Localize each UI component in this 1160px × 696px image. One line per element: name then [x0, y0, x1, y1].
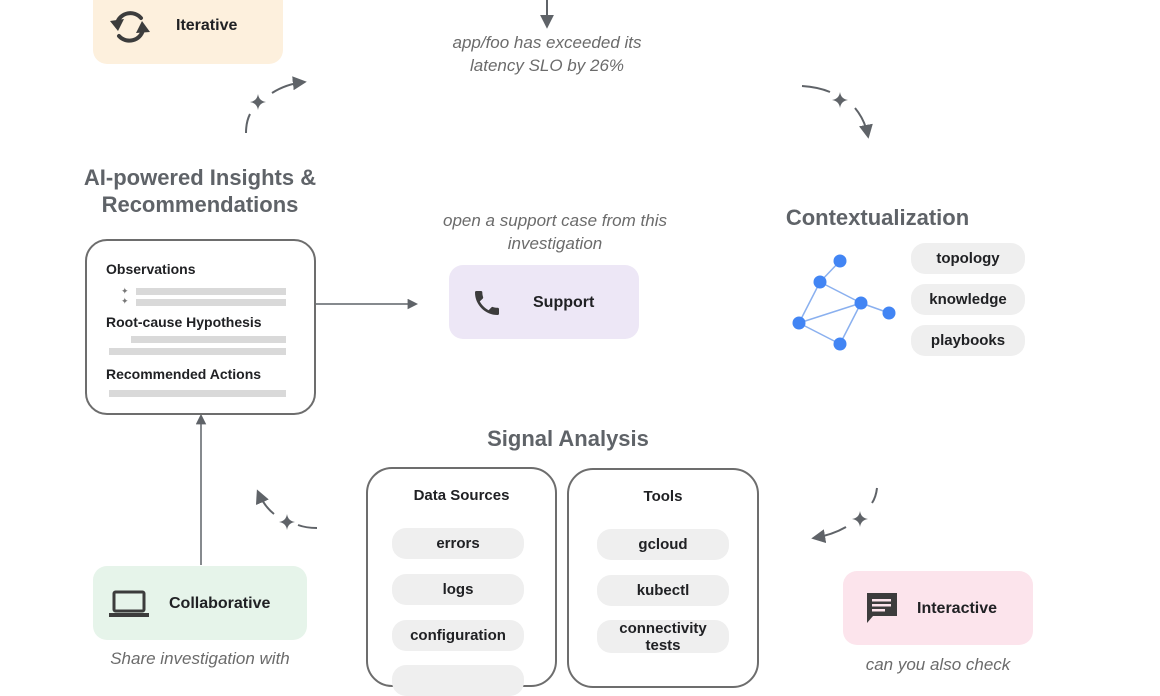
graph-node [833, 254, 847, 268]
chat-message-icon [864, 590, 900, 626]
graph-node [854, 296, 868, 310]
cycle-arrow-top-right-head [854, 107, 873, 139]
topology-graph-icon [792, 254, 896, 351]
data-source-pill-partial [392, 665, 524, 696]
context-pill-playbooks: playbooks [911, 325, 1025, 356]
graph-node [813, 275, 827, 289]
alert-caption: app/foo has exceeded its latency SLO by … [397, 31, 697, 77]
data-source-pill: logs [392, 574, 524, 605]
support-card[interactable]: Support [449, 265, 639, 339]
cycle-arrow-bottom-left-head [255, 489, 275, 515]
collaborative-label: Collaborative [169, 595, 271, 612]
insights-heading-line1: AI-powered Insights & [83, 165, 317, 190]
support-caption: open a support case from this investigat… [400, 209, 710, 255]
phone-icon [471, 287, 503, 319]
root-cause-title: Root-cause Hypothesis [106, 314, 262, 330]
connectors-layer [195, 0, 878, 565]
interactive-card[interactable]: Interactive [843, 571, 1033, 645]
hypothesis-line [109, 348, 286, 355]
refresh-icon [107, 6, 153, 46]
recommended-actions-title: Recommended Actions [106, 366, 262, 382]
sparkle-icon [852, 511, 868, 527]
context-pill-topology: topology [911, 243, 1025, 274]
cycle-arrow-bottom-left [297, 524, 318, 529]
observations-title: Observations [106, 261, 196, 277]
tool-pill: kubectl [597, 575, 729, 606]
sparkle-icon: ✦ [121, 286, 129, 296]
insights-heading: AI-powered Insights & Recommendations [50, 164, 350, 218]
tools-panel: Tools gcloud kubectl connectivity tests [567, 468, 759, 688]
sparkle-icon: ✦ [121, 296, 129, 306]
laptop-icon [108, 590, 150, 618]
cycle-arrow-bottom-right-head [811, 526, 847, 544]
insights-panel: Observations ✦ ✦ Root-cause Hypothesis R… [85, 239, 316, 415]
cycle-arrow-top-right [801, 85, 831, 93]
data-source-pill: errors [392, 528, 524, 559]
hypothesis-line [131, 336, 286, 343]
collaborative-caption: Share investigation with [110, 649, 290, 668]
sparkle-icon [250, 94, 266, 110]
contextualization-heading: Contextualization [785, 205, 970, 230]
iterative-label: Iterative [176, 17, 238, 34]
tool-pill: connectivity tests [597, 620, 729, 654]
sparkle-icon [279, 514, 295, 530]
context-pill-knowledge: knowledge [911, 284, 1025, 315]
alert-caption-line1: app/foo has exceeded its [452, 33, 642, 52]
graph-node [882, 306, 896, 320]
alert-caption-line2: latency SLO by 26% [469, 56, 625, 75]
support-caption-line2: investigation [507, 234, 603, 253]
observation-line [136, 299, 286, 306]
support-label: Support [533, 294, 595, 311]
observation-line [136, 288, 286, 295]
cycle-arrow-bottom-right [871, 487, 878, 504]
graph-node [833, 337, 847, 351]
support-caption-line1: open a support case from this [443, 211, 667, 230]
data-source-pill: configuration [392, 620, 524, 651]
cycle-arrow-top-left-head [271, 76, 307, 94]
graph-node [792, 316, 806, 330]
tools-title: Tools [643, 488, 683, 505]
signal-analysis-heading: Signal Analysis [487, 426, 649, 451]
data-sources-panel: Data Sources errors logs configuration [366, 467, 557, 696]
collaborative-card[interactable]: Collaborative [93, 566, 307, 640]
sparkle-icon [832, 92, 848, 108]
cycle-arrow-top-left [245, 113, 251, 134]
interactive-label: Interactive [917, 600, 998, 617]
action-line [109, 390, 286, 397]
iterative-card: Iterative [93, 0, 283, 64]
insights-heading-line2: Recommendations [101, 192, 299, 217]
data-sources-title: Data Sources [413, 487, 510, 504]
tool-pill: gcloud [597, 529, 729, 560]
